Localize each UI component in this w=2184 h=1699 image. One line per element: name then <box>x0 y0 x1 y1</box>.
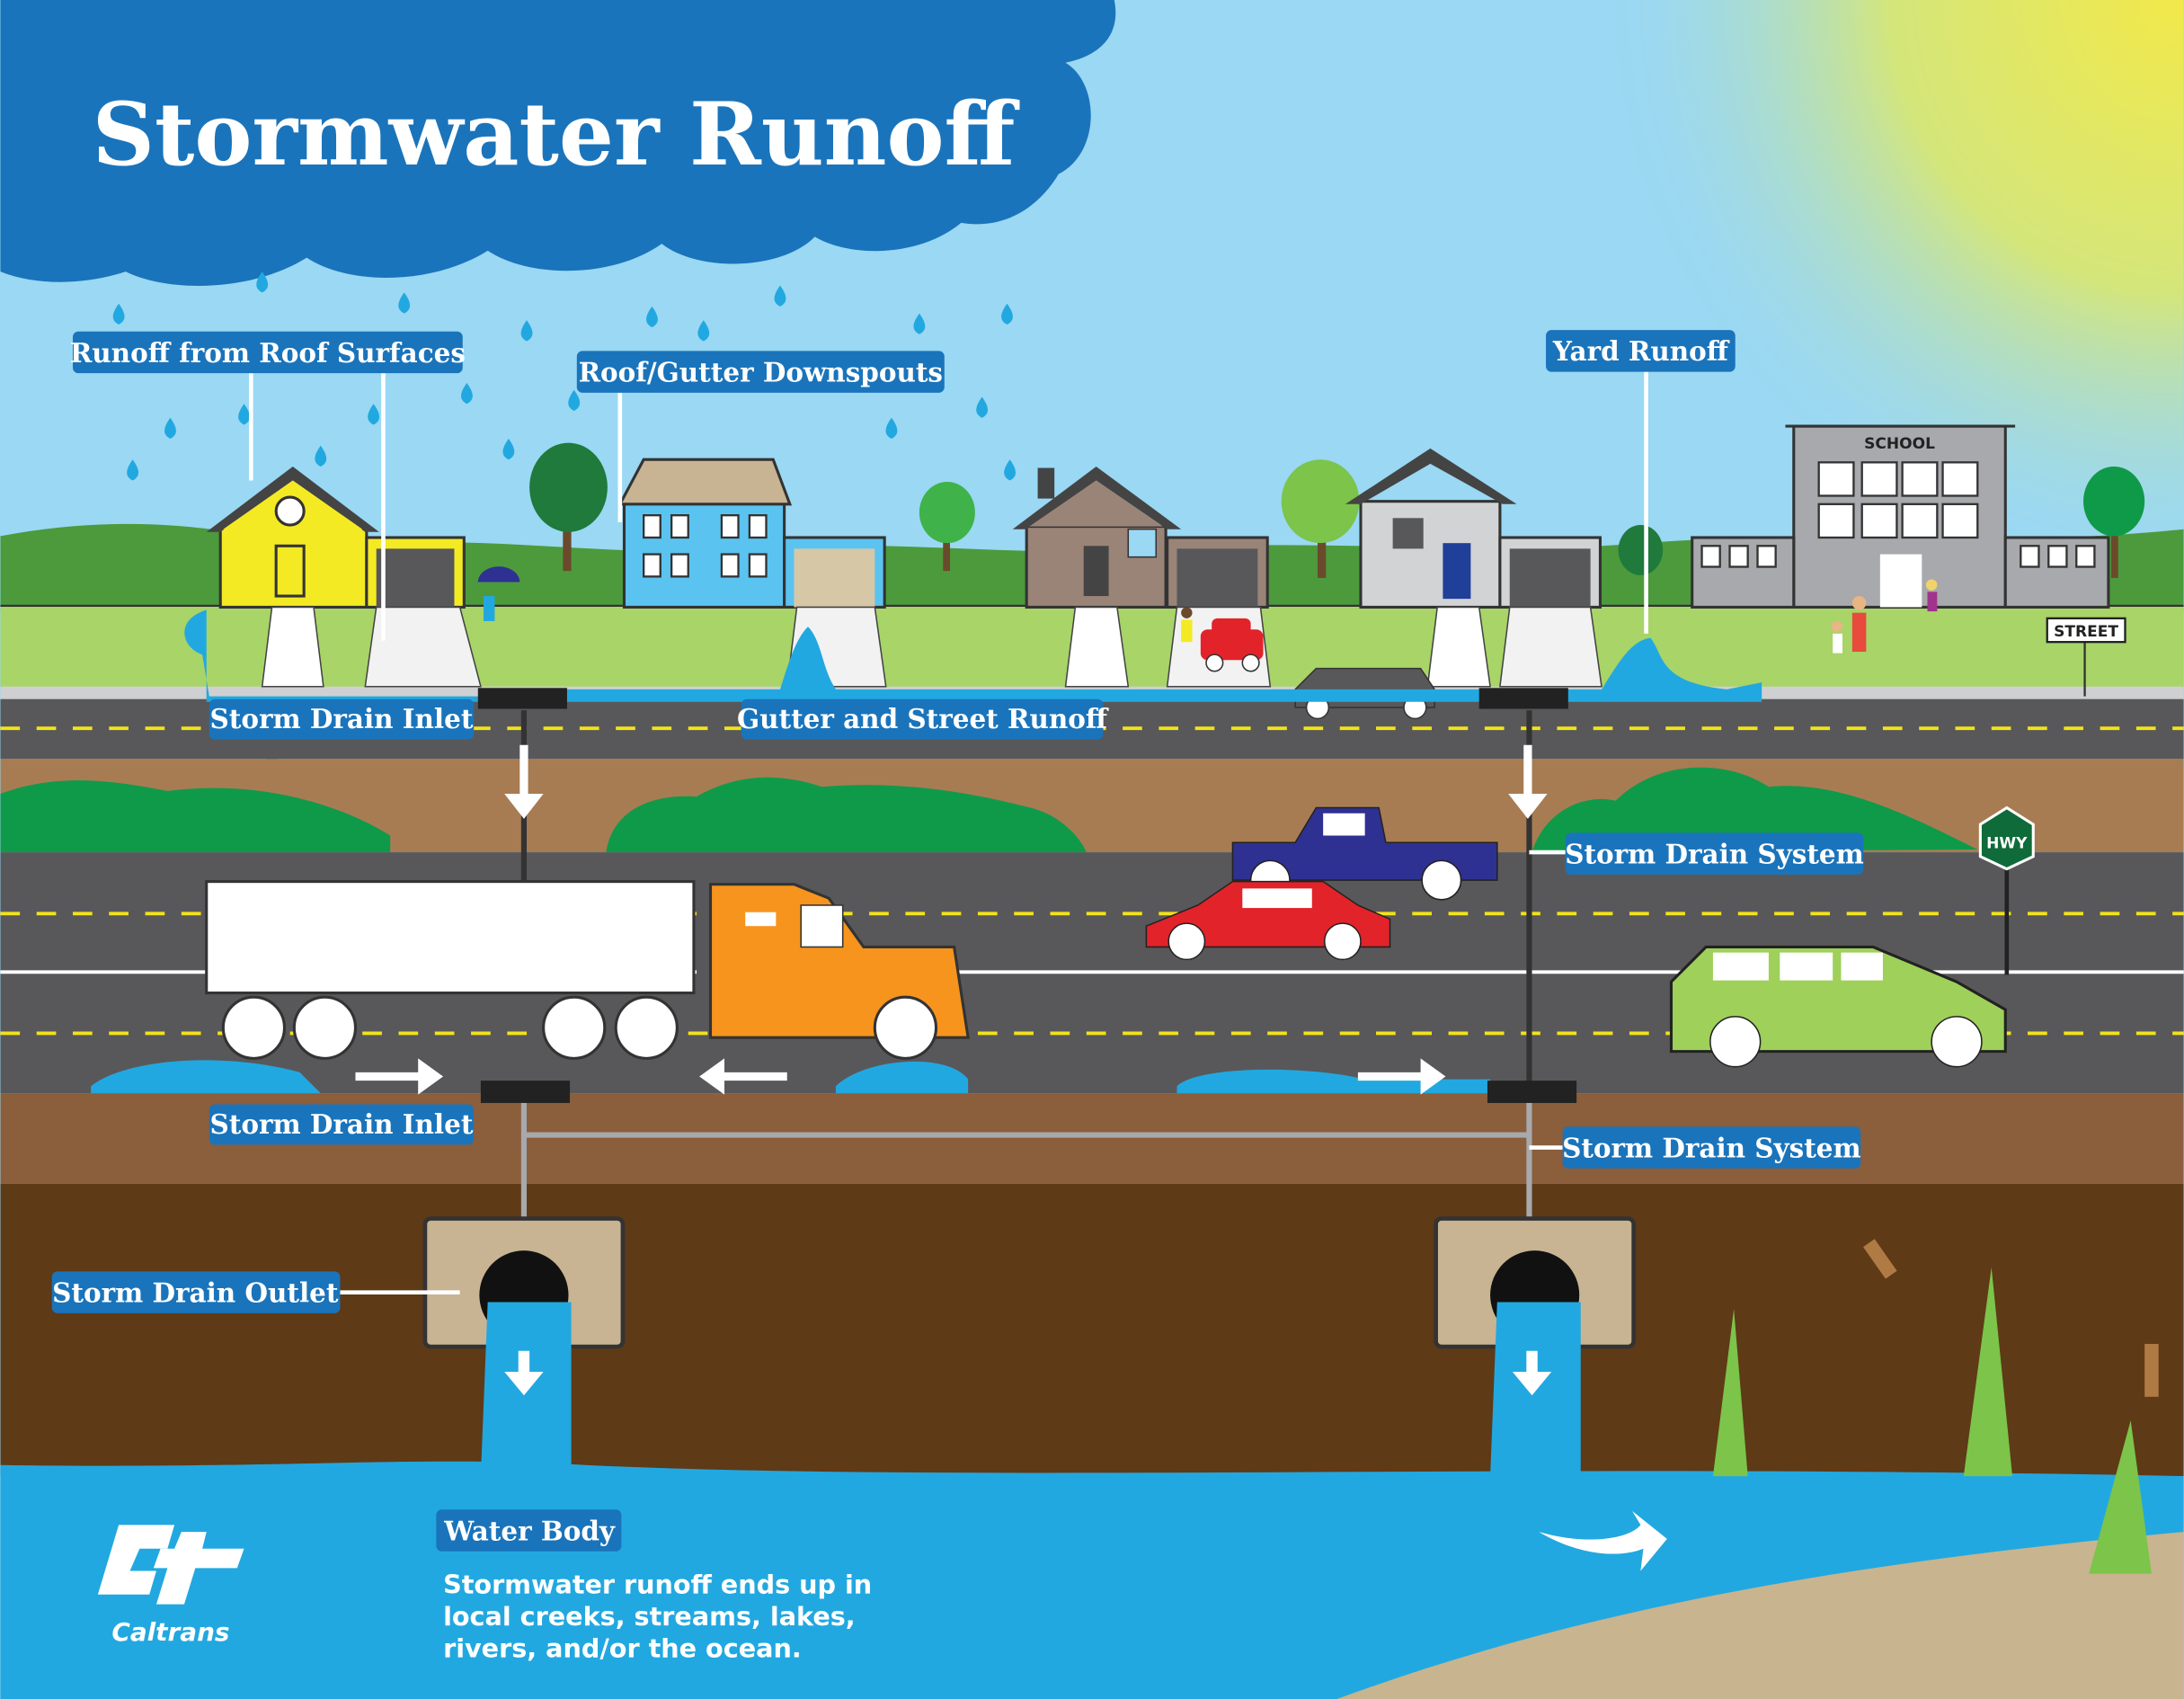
raindrop <box>774 285 786 307</box>
green-minivan <box>1669 945 2007 1068</box>
storm-drain-grate-street-left <box>477 688 567 709</box>
svg-text:Roof/Gutter Downspouts: Roof/Gutter Downspouts <box>579 356 943 387</box>
svg-text:Caltrans: Caltrans <box>111 1617 229 1647</box>
highway-sign: HWY <box>1978 805 2035 975</box>
raindrop <box>520 320 533 342</box>
school-building: SCHOOL <box>1691 424 2110 609</box>
label-storm-drain-outlet: Storm Drain Outlet <box>51 1271 341 1313</box>
raindrop <box>398 292 411 314</box>
raindrop <box>885 417 898 439</box>
trees <box>529 442 2145 578</box>
red-sedan <box>1145 880 1391 961</box>
raindrop <box>368 404 380 425</box>
svg-text:Storm Drain Inlet: Storm Drain Inlet <box>210 1108 474 1140</box>
svg-text:Storm Drain System: Storm Drain System <box>1562 1132 1861 1163</box>
label-yard-runoff: Yard Runoff <box>1546 330 1736 372</box>
svg-text:HWY: HWY <box>1986 834 2028 852</box>
label-leaders <box>248 371 1648 1294</box>
svg-text:Runoff from Roof Surfaces: Runoff from Roof Surfaces <box>70 337 466 369</box>
highway-puddles <box>91 1060 1491 1094</box>
shore-sand <box>1336 1532 2184 1699</box>
raindrop <box>1004 459 1017 481</box>
description-line-2: local creeks, streams, lakes, <box>443 1601 856 1632</box>
label-storm-drain-inlet-highway: Storm Drain Inlet <box>209 1104 475 1145</box>
raindrop <box>646 306 658 328</box>
label-storm-drain-system-lower: Storm Drain System <box>1562 1126 1861 1169</box>
raindrop <box>127 459 139 481</box>
blue-house <box>617 458 887 688</box>
bushes <box>0 767 1978 853</box>
description-line-1: Stormwater runoff ends up in <box>443 1569 872 1599</box>
deep-soil <box>0 1183 2184 1477</box>
label-storm-drain-system-upper: Storm Drain System <box>1565 832 1864 875</box>
raindrop <box>238 404 250 425</box>
raindrop <box>502 438 515 460</box>
caltrans-logo: Caltrans <box>97 1525 244 1647</box>
raindrop <box>164 417 176 439</box>
storm-drain-grate-highway-right <box>1487 1081 1577 1103</box>
label-storm-drain-inlet-street: Storm Drain Inlet <box>209 698 475 740</box>
label-downspouts: Roof/Gutter Downspouts <box>576 351 945 393</box>
svg-text:STREET: STREET <box>2054 623 2118 641</box>
street-sign: STREET <box>2046 617 2126 697</box>
raindrop <box>1001 303 1013 325</box>
page-title: Stormwater Runoff <box>93 84 1020 185</box>
svg-text:Yard Runoff: Yard Runoff <box>1552 335 1730 367</box>
storm-drain-grate-street-right <box>1478 688 1568 709</box>
label-gutter-street-runoff: Gutter and Street Runoff <box>737 698 1109 740</box>
label-water-body: Water Body <box>436 1509 622 1552</box>
raindrop <box>461 383 473 405</box>
brown-house <box>1012 466 1272 688</box>
svg-text:Storm Drain System: Storm Drain System <box>1565 838 1864 869</box>
svg-text:Water Body: Water Body <box>443 1515 616 1546</box>
school-sign: SCHOOL <box>1864 435 1935 453</box>
raindrop <box>568 389 581 412</box>
gutter-runoff-water <box>184 609 1762 702</box>
raindrop <box>256 271 269 293</box>
raindrop <box>976 396 989 418</box>
gray-house <box>1345 448 1602 688</box>
label-roof-surfaces: Runoff from Roof Surfaces <box>70 331 466 374</box>
raindrop <box>315 445 327 467</box>
svg-text:Storm Drain Inlet: Storm Drain Inlet <box>210 703 474 734</box>
people <box>477 566 1938 654</box>
tanker-truck <box>205 880 970 1060</box>
svg-text:Gutter and Street Runoff: Gutter and Street Runoff <box>737 703 1109 734</box>
blue-pickup <box>1231 806 1498 901</box>
storm-drain-grate-highway-left <box>480 1081 571 1103</box>
flow-arrows <box>355 744 1667 1571</box>
raindrop <box>112 303 125 325</box>
raindrop <box>697 320 710 342</box>
svg-text:Storm Drain Outlet: Storm Drain Outlet <box>52 1276 339 1308</box>
raindrop <box>913 313 926 334</box>
storm-cloud <box>0 0 1116 286</box>
description-line-3: rivers, and/or the ocean. <box>443 1633 802 1664</box>
small-red-car <box>1200 618 1264 672</box>
